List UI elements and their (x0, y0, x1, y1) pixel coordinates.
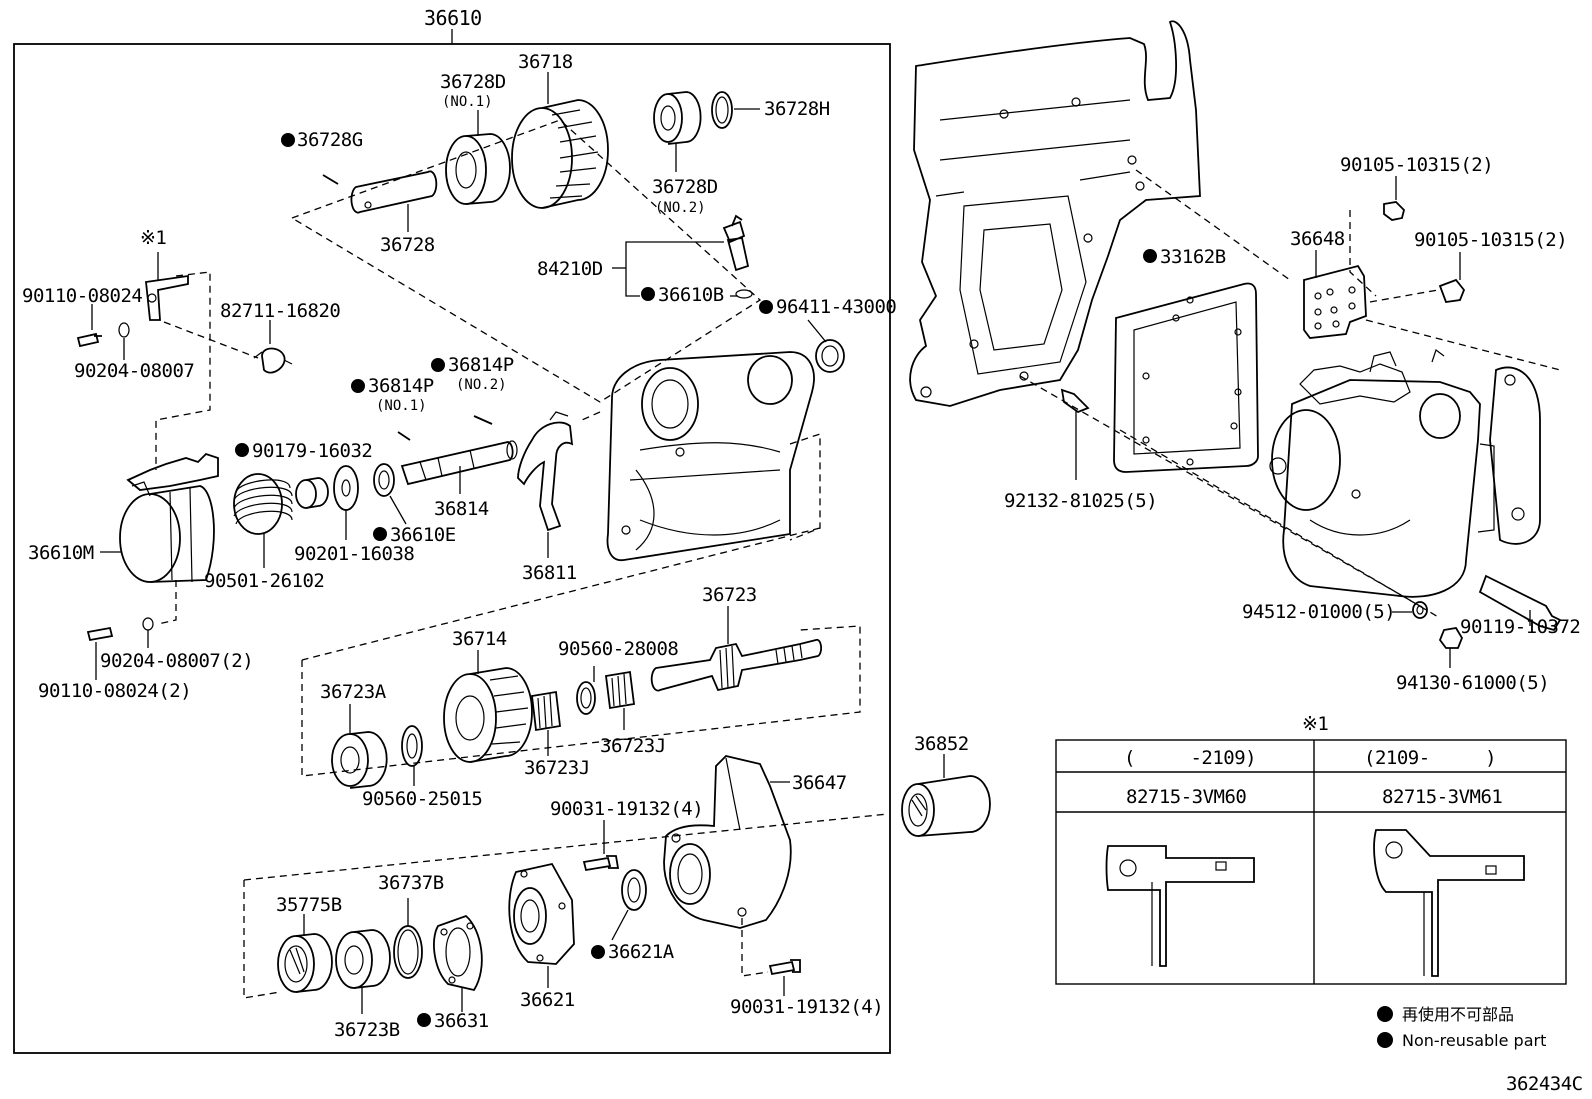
part-label[interactable]: 35775B (276, 894, 342, 916)
part-sublabel: (NO.2) (655, 200, 706, 216)
actuator-group: 36610M 90204-08007(2) 90110-08024(2) (28, 452, 254, 702)
table-part-2[interactable]: 82715-3VM61 (1382, 786, 1503, 808)
part-sublabel: (NO.1) (376, 398, 427, 414)
part-label[interactable]: 36728G (297, 129, 363, 151)
bracket-sketch-1 (1105, 845, 1255, 967)
diagram-id: 362434C (1506, 1073, 1583, 1095)
part-label[interactable]: 84210D (537, 258, 603, 280)
non-reusable-dot (417, 1013, 431, 1027)
table-part-1[interactable]: 82715-3VM60 (1126, 786, 1247, 808)
table-range-1: ( -2109) (1124, 747, 1256, 769)
non-reusable-dot (351, 379, 365, 393)
part-label[interactable]: 36723B (334, 1019, 400, 1041)
table-mark: ※1 (1302, 713, 1328, 735)
housing (301, 351, 821, 661)
non-reusable-dot (591, 945, 605, 959)
rear-housing-group: 35775B 36723B 36737B 36631 36621 90031-1 (243, 755, 889, 1041)
part-label[interactable]: 90031-19132(4) (550, 798, 704, 820)
bracket-36648: 36648 90105-10315(2) 90105-10315(2) (1290, 154, 1568, 371)
part-label[interactable]: 36728 (380, 234, 435, 256)
part-label[interactable]: 36811 (522, 562, 577, 584)
non-reusable-dot (759, 300, 773, 314)
part-label[interactable]: 36723J (524, 757, 590, 779)
part-label[interactable]: 36814P (368, 375, 434, 397)
legend-dot-icon (1377, 1006, 1393, 1022)
bracket-sketch-2 (1373, 829, 1525, 977)
part-label[interactable]: 36814 (434, 498, 489, 520)
part-label[interactable]: 36631 (434, 1010, 489, 1032)
part-label[interactable]: 36610M (28, 542, 94, 564)
part-label[interactable]: 92132-81025(5) (1004, 490, 1158, 512)
non-reusable-dot (1143, 249, 1157, 263)
part-label[interactable]: 36718 (518, 51, 573, 73)
part-label[interactable]: 36621A (608, 941, 675, 963)
part-label[interactable]: 36647 (792, 772, 847, 794)
part-label[interactable]: 36610E (390, 524, 456, 546)
top-group: 36728G 36728 36728D (NO.1) 36718 36728D … (281, 51, 830, 403)
part-label[interactable]: 36714 (452, 628, 507, 650)
part-label[interactable]: 90201-16038 (294, 543, 415, 565)
part-label[interactable]: 90110-08024(2) (38, 680, 192, 702)
table-range-2: (2109- ) (1364, 747, 1496, 769)
non-reusable-dot (431, 358, 445, 372)
part-label[interactable]: 96411-43000 (776, 296, 897, 318)
part-label[interactable]: 90105-10315(2) (1340, 154, 1494, 176)
part-label[interactable]: 82711-16820 (220, 300, 341, 322)
legend-line-2: Non-reusable part (1402, 1031, 1546, 1050)
part-label[interactable]: 94512-01000(5) (1242, 601, 1396, 623)
note-mark: ※1 (140, 227, 166, 249)
bracket-group: ※1 82711-16820 90110-08024 90204-08007 (22, 227, 341, 470)
part-label[interactable]: 90105-10315(2) (1414, 229, 1568, 251)
part-label[interactable]: 90501-26102 (204, 570, 325, 592)
part-label[interactable]: 90204-08007(2) (100, 650, 254, 672)
part-label[interactable]: 94130-61000(5) (1396, 672, 1550, 694)
part-label[interactable]: 36723A (320, 681, 387, 703)
assembly-label[interactable]: 36610 (424, 6, 482, 30)
transmission-case: 92132-81025(5) (909, 20, 1441, 619)
part-label[interactable]: 90119-10372 (1460, 616, 1581, 638)
non-reusable-dot (641, 287, 655, 301)
part-label[interactable]: 36728H (764, 98, 830, 120)
non-reusable-dot (235, 443, 249, 457)
part-label[interactable]: 90560-28008 (558, 638, 679, 660)
part-label[interactable]: 36728D (652, 176, 718, 198)
part-label[interactable]: 36723J (600, 735, 666, 757)
sleeve-group: 36852 (901, 733, 991, 837)
switch-group: 84210D 36610B 96411-43000 (537, 214, 897, 373)
output-shaft-group: 36723A 90560-25015 36714 36723J 90560-28… (301, 584, 861, 810)
reference-table: ※1 ( -2109) (2109- ) 82715-3VM60 82715-3… (1055, 713, 1567, 985)
part-label[interactable]: 90179-16032 (252, 440, 373, 462)
non-reusable-dot (373, 527, 387, 541)
part-label[interactable]: 90204-08007 (74, 360, 195, 382)
legend-dot-icon (1377, 1032, 1393, 1048)
part-sublabel: (NO.1) (442, 94, 493, 110)
part-sublabel: (NO.2) (456, 377, 507, 393)
part-label[interactable]: 36610B (658, 284, 724, 306)
part-label[interactable]: 36621 (520, 989, 575, 1011)
part-label[interactable]: 90560-25015 (362, 788, 483, 810)
part-label[interactable]: 36723 (702, 584, 757, 606)
part-label[interactable]: 33162B (1160, 246, 1226, 268)
transfer-assembly: 90119-10372 94512-01000(5) 94130-61000(5… (1242, 349, 1581, 694)
gasket-group: 33162B (1113, 246, 1259, 473)
legend: 再使用不可部品 Non-reusable part (1377, 1005, 1546, 1050)
part-label[interactable]: 36737B (378, 872, 444, 894)
part-label[interactable]: 90110-08024 (22, 285, 143, 307)
part-label[interactable]: 36852 (914, 733, 969, 755)
shift-group: 90501-26102 90179-16032 90201-16038 3661… (204, 354, 577, 592)
legend-line-1: 再使用不可部品 (1402, 1005, 1514, 1024)
non-reusable-dot (281, 133, 295, 147)
part-label[interactable]: 36814P (448, 354, 514, 376)
part-label[interactable]: 36728D (440, 71, 506, 93)
part-label[interactable]: 90031-19132(4) (730, 996, 884, 1018)
part-label[interactable]: 36648 (1290, 228, 1345, 250)
